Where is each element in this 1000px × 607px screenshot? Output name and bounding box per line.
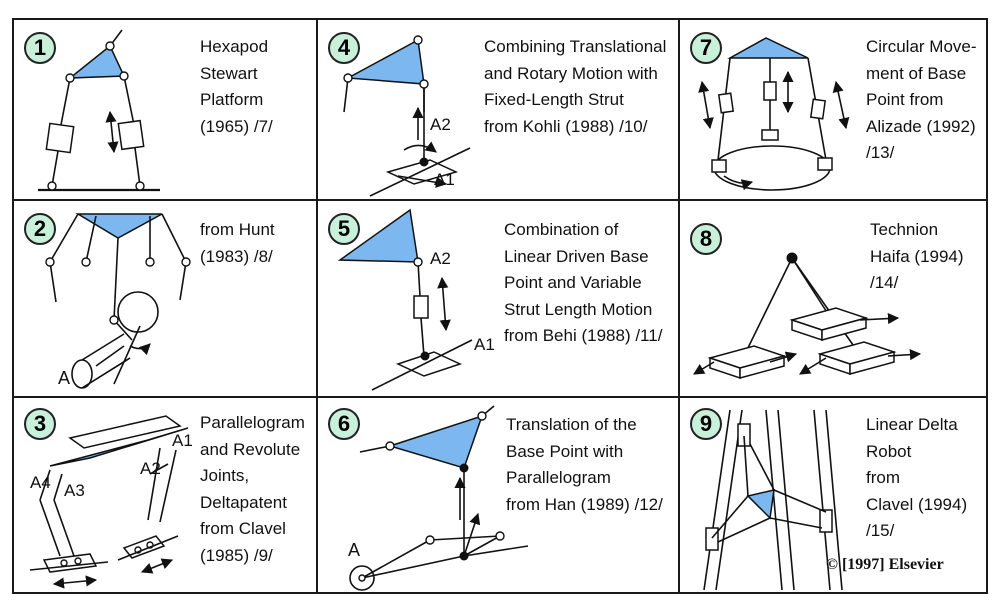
cell-6: 6 Translation of the Base Point with Par… [316, 396, 680, 594]
sketch-label-a: A [348, 540, 360, 560]
sketch-label-a2: A2 [430, 249, 451, 268]
sketch-hunt: A [45, 213, 191, 389]
cell-number-badge: 7 [690, 32, 722, 64]
sketch-label-a1: A1 [474, 335, 495, 354]
cell-caption: Linear Delta Robot from Clavel (1994) /1… [866, 415, 968, 540]
cell-caption: from Hunt (1983) /8/ [200, 220, 275, 266]
cell-number-badge: 2 [24, 213, 56, 245]
sketch-han: A [348, 405, 529, 591]
sketch-label-a1: A1 [434, 170, 455, 189]
cell-1: 1 Hexapod Stewart Platform (1965) /7/ [12, 18, 318, 201]
cell-caption: Parallelogram and Revolute Joints, Delta… [200, 413, 305, 565]
sketch-kohli: A2 A1 [343, 35, 471, 197]
cell-caption: Hexapod Stewart Platform (1965) /7/ [200, 37, 273, 136]
cell-5: 5 Combination of Linear Driven Base Poin… [316, 199, 680, 398]
cell-4: 4 Combining Translational and Rotary Mot… [316, 18, 680, 201]
cell-caption: Circular Move- ment of Base Point from A… [866, 37, 977, 162]
cell-9: 9 Linear Delta Robot from Clavel (1994) … [678, 396, 988, 594]
sketch-behi: A2 A1 [337, 208, 495, 391]
sketch-deltapatent: A1 A2 A3 A4 [29, 415, 193, 589]
cell-caption: Combination of Linear Driven Base Point … [504, 220, 663, 345]
cell-number-badge: 8 [690, 223, 722, 255]
sketch-technion [693, 252, 922, 380]
sketch-label-a: A [58, 368, 70, 388]
sketch-label-a2: A2 [430, 115, 451, 134]
cell-number-badge: 1 [24, 32, 56, 64]
copyright-notice: © [1997] Elsevier [826, 556, 944, 573]
cell-number-badge: 4 [328, 32, 360, 64]
sketch-label-a2: A2 [140, 459, 161, 478]
cell-caption: Translation of the Base Point with Paral… [506, 415, 663, 514]
cell-caption: Combining Translational and Rotary Motio… [484, 37, 667, 136]
sketch-alizade [698, 37, 850, 191]
sketch-linear-delta [703, 409, 843, 591]
cell-number-badge: 6 [328, 408, 360, 440]
cell-caption: Technion Haifa (1994) /14/ [870, 220, 964, 292]
sketch-label-a4: A4 [30, 473, 51, 492]
cell-number-badge: 3 [24, 408, 56, 440]
sketch-hexapod [38, 29, 160, 192]
cell-number-badge: 5 [328, 213, 360, 245]
cell-2: 2 from Hunt (1983) /8/ [12, 199, 318, 398]
sketch-label-a3: A3 [64, 481, 85, 500]
sketch-label-a1: A1 [172, 431, 193, 450]
cell-number-badge: 9 [690, 408, 722, 440]
